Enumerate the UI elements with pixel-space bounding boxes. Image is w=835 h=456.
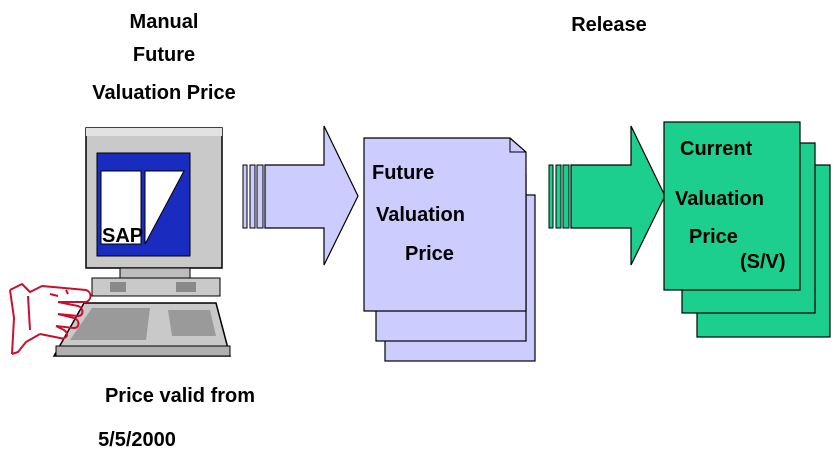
price-valid-from-label: Price valid from <box>105 385 255 407</box>
future-doc-line3: Price <box>405 243 454 265</box>
arrow-to-future <box>242 125 359 266</box>
sap-logo-text: SAP <box>102 225 143 247</box>
sap-logo: SAP <box>100 170 185 247</box>
release-arrow <box>548 125 666 266</box>
current-doc-line3: Price <box>689 226 738 248</box>
release-label: Release <box>571 14 647 36</box>
current-doc-line2: Valuation <box>675 188 764 210</box>
manual-label-line3: Valuation Price <box>92 82 235 104</box>
manual-label-line1: Manual <box>130 11 199 33</box>
future-doc-line1: Future <box>372 162 434 184</box>
manual-label-line2: Future <box>133 44 195 66</box>
hand-pointer-icon <box>9 283 92 355</box>
valid-date-label: 5/5/2000 <box>98 429 176 451</box>
future-doc-line2: Valuation <box>376 204 465 226</box>
current-doc-suffix: (S/V) <box>740 251 786 273</box>
computer-icon: SAP <box>52 127 231 357</box>
current-valuation-document-stack: Current Valuation Price (S/V) <box>663 121 831 338</box>
current-doc-line1: Current <box>680 138 753 160</box>
future-valuation-document-stack: Future Valuation Price <box>363 137 536 362</box>
